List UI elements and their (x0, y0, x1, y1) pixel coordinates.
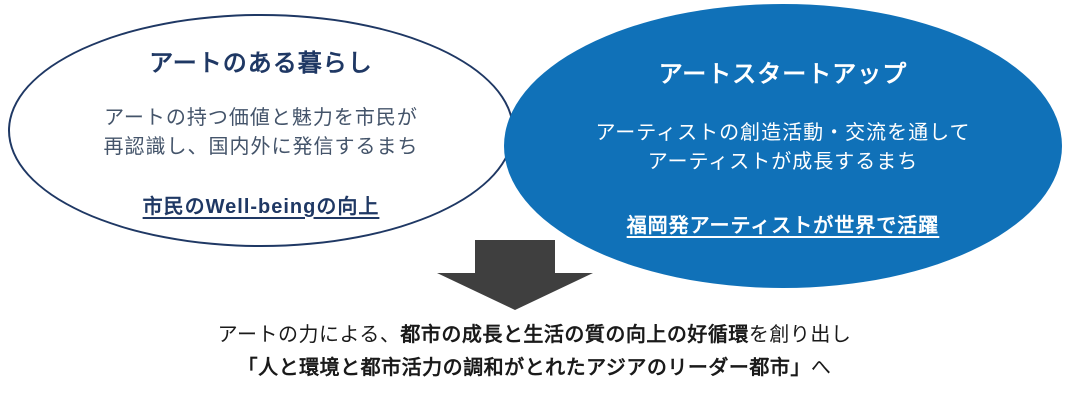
conclusion-line1-suffix: を創り出し (748, 324, 852, 346)
conclusion-text: アートの力による、都市の成長と生活の質の向上の好循環を創り出し 「人と環境と都市… (0, 319, 1069, 385)
conclusion-line1-prefix: アートの力による、 (217, 324, 401, 346)
art-startup-ellipse: アートスタートアップ アーティストの創造活動・交流を通して アーティストが成長す… (504, 4, 1062, 288)
art-startup-title: アートスタートアップ (658, 61, 908, 88)
art-startup-description-line2: アーティストが成長するまち (647, 151, 919, 173)
life-with-art-ellipse: アートのある暮らし アートの持つ価値と魅力を市民が 再認識し、国内外に発信するま… (8, 14, 514, 247)
life-with-art-description-line1: アートの持つ価値と魅力を市民が (104, 106, 418, 129)
life-with-art-goal: 市民のWell-beingの向上 (142, 195, 380, 218)
life-with-art-description-line2: 再認識し、国内外に発信するまち (103, 135, 419, 158)
down-arrow-icon (437, 240, 593, 310)
art-startup-description: アーティストの創造活動・交流を通して アーティストが成長するまち (596, 119, 971, 177)
conclusion-line2-suffix: へ (810, 357, 832, 379)
conclusion-line2: 「人と環境と都市活力の調和がとれたアジアのリーダー都市」へ (0, 352, 1069, 385)
life-with-art-description: アートの持つ価値と魅力を市民が 再認識し、国内外に発信するまち (104, 104, 419, 162)
conclusion-line1: アートの力による、都市の成長と生活の質の向上の好循環を創り出し (0, 319, 1069, 352)
life-with-art-title: アートのある暮らし (149, 49, 373, 77)
art-startup-goal: 福岡発アーティストが世界で活躍 (626, 215, 940, 237)
conclusion-line2-bold: 「人と環境と都市活力の調和がとれたアジアのリーダー都市」 (237, 357, 811, 379)
conclusion-line1-bold: 都市の成長と生活の質の向上の好循環 (400, 324, 749, 346)
art-startup-description-line1: アーティストの創造活動・交流を通して (595, 122, 971, 144)
